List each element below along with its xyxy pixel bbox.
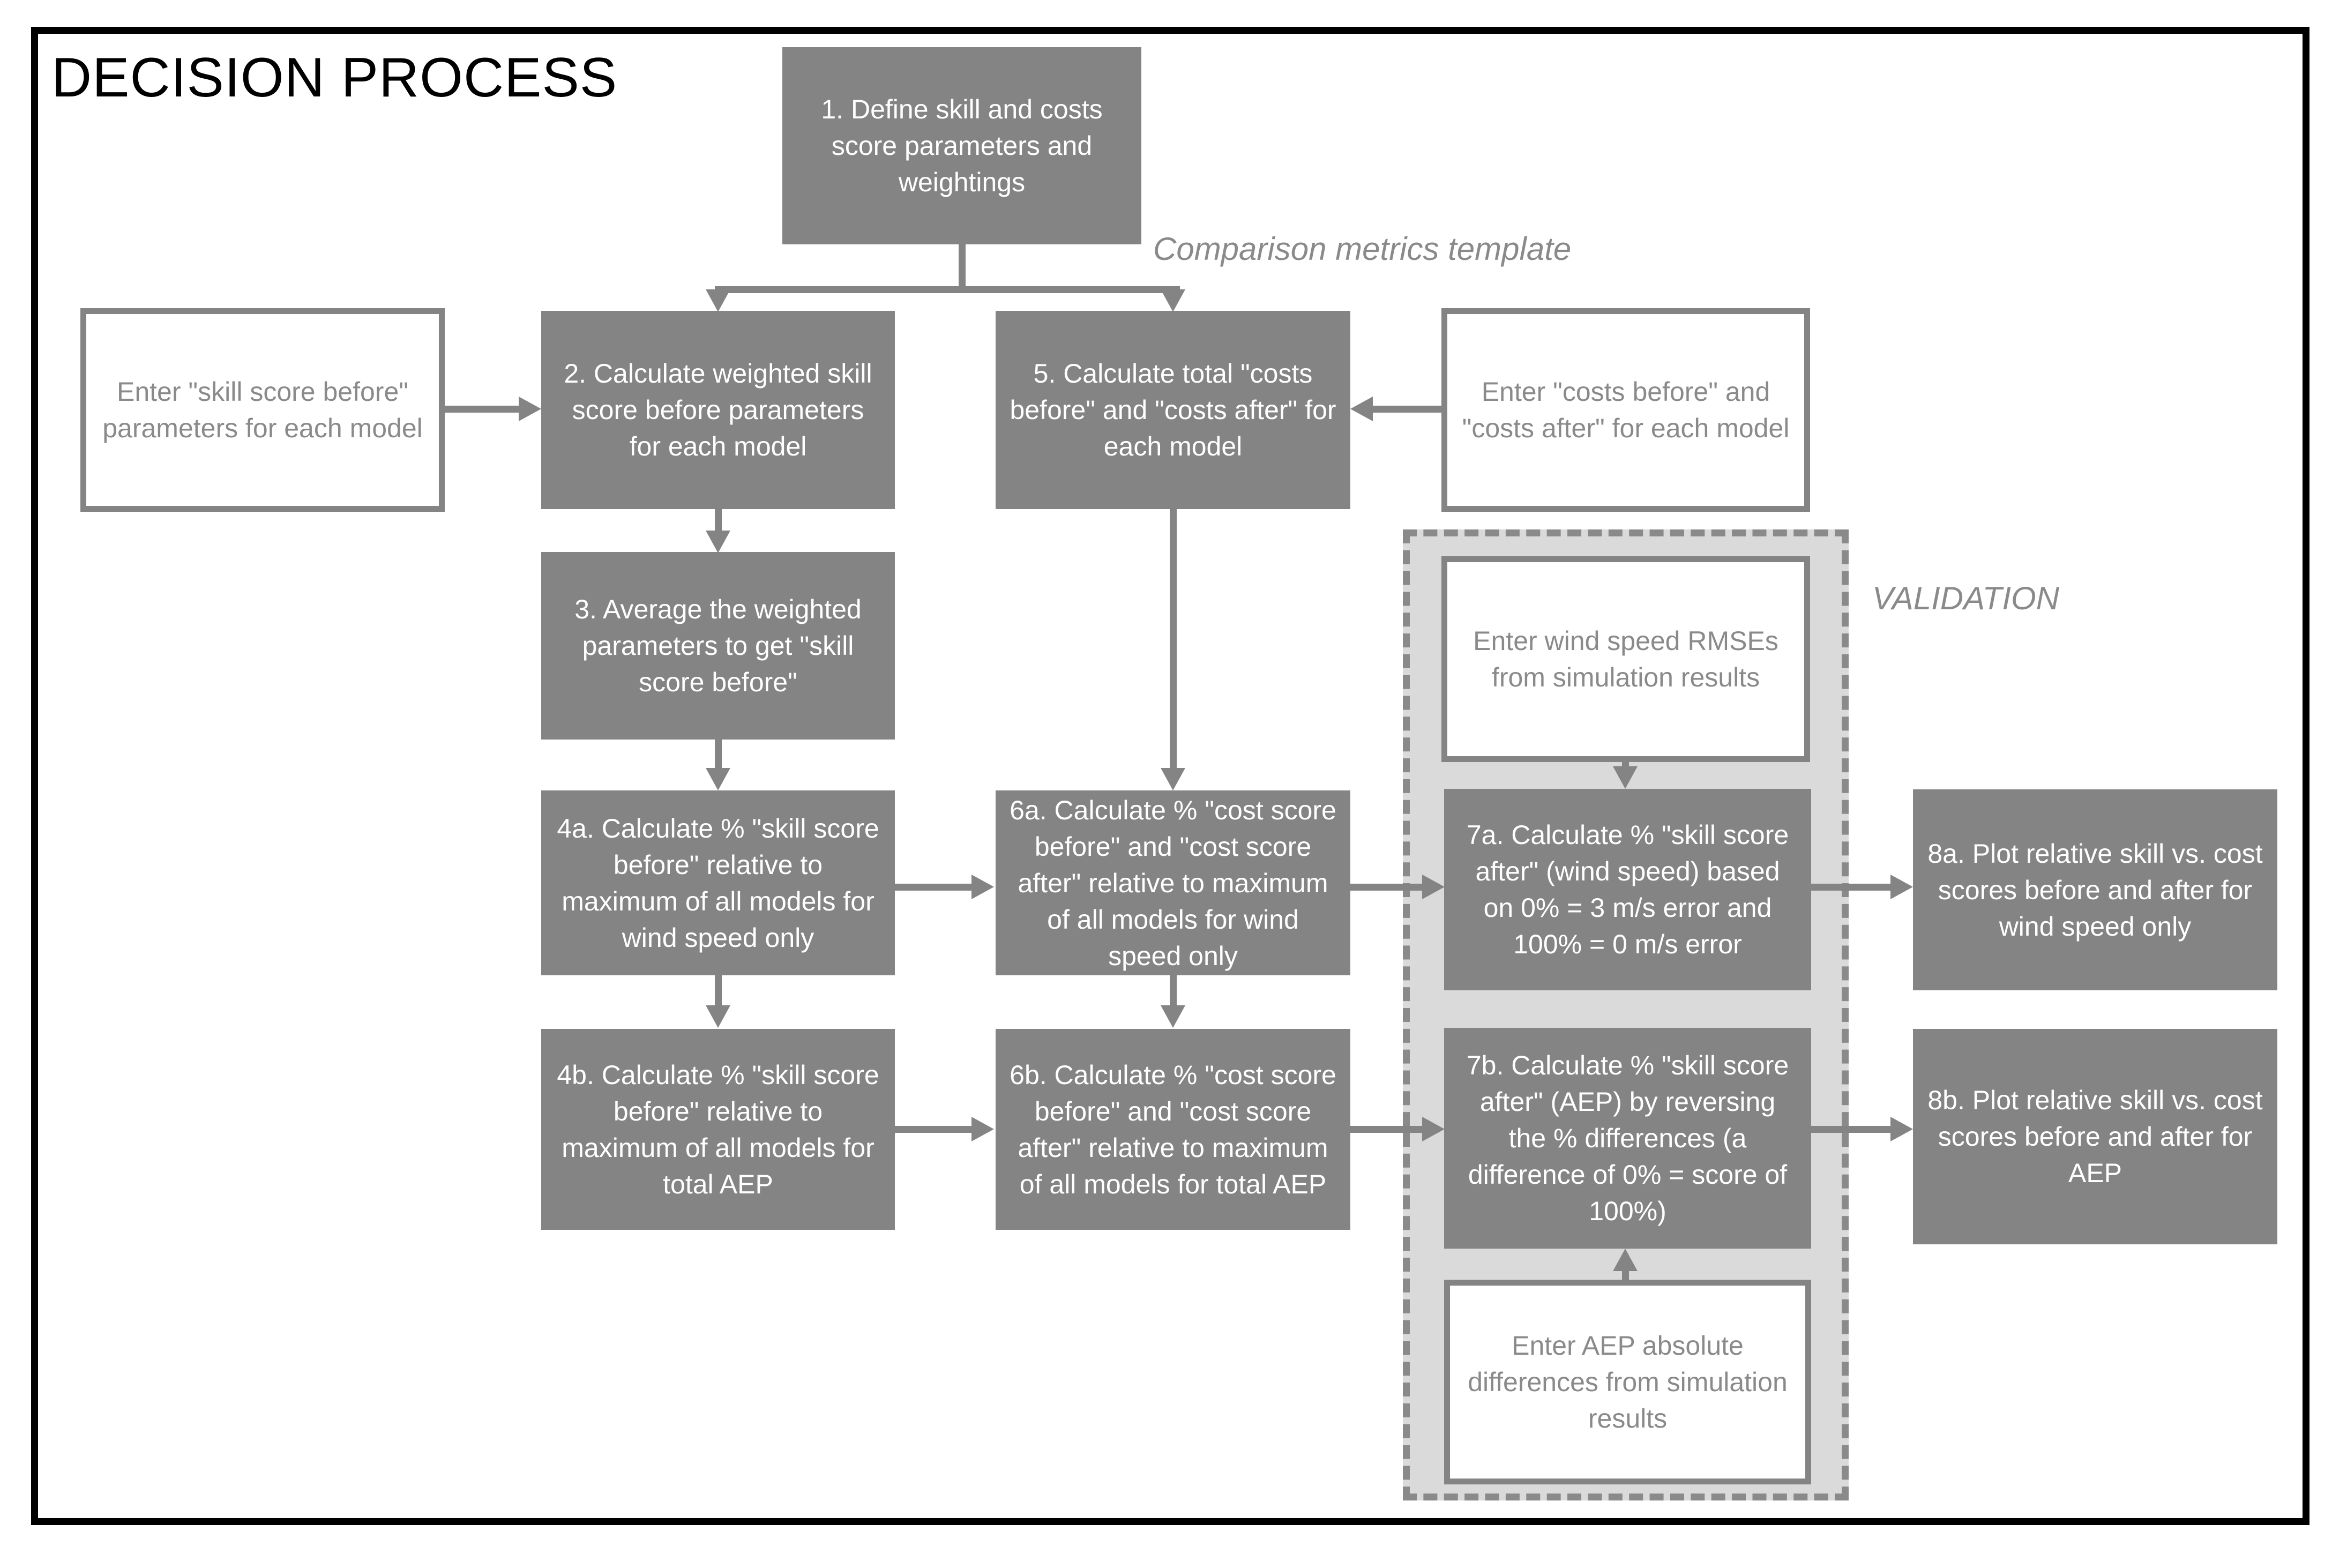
arrow-step4a-to-step6a xyxy=(895,884,973,891)
arrowhead-to-step5 xyxy=(1161,289,1185,312)
input-skill-before-box: Enter "skill score before" parameters fo… xyxy=(80,308,445,512)
input-costs-box: Enter "costs before" and "costs after" f… xyxy=(1441,308,1810,512)
step4b-box: 4b. Calculate % "skill score before" rel… xyxy=(541,1029,895,1230)
step8a-box: 8a. Plot relative skill vs. cost scores … xyxy=(1913,789,2277,990)
input-aep-diff-box: Enter AEP absolute differences from simu… xyxy=(1444,1280,1811,1484)
step2-box: 2. Calculate weighted skill score before… xyxy=(541,311,895,509)
connector-step1-stem xyxy=(959,244,966,289)
step4a-box: 4a. Calculate % "skill score before" rel… xyxy=(541,790,895,975)
page-title: DECISION PROCESS xyxy=(51,47,618,109)
arrow-step6a-to-step7a xyxy=(1350,884,1424,891)
step7b-box: 7b. Calculate % "skill score after" (AEP… xyxy=(1444,1028,1811,1249)
step3-box: 3. Average the weighted parameters to ge… xyxy=(541,552,895,740)
arrowhead-step4b xyxy=(706,1005,730,1028)
arrow-input-aep-to-step7b xyxy=(1622,1269,1629,1281)
diagram-border xyxy=(31,27,2309,1525)
arrow-step3-to-step4a xyxy=(715,740,722,771)
connector-step1-branch xyxy=(715,286,1180,293)
arrow-step6a-to-step6b xyxy=(1170,975,1177,1007)
arrowhead-step4a xyxy=(706,768,730,790)
arrow-step7a-to-step8a xyxy=(1811,884,1892,891)
arrowhead-input-costs xyxy=(1350,397,1373,421)
arrowhead-8a-left xyxy=(1890,875,1913,899)
arrowhead-input-skill xyxy=(519,397,541,421)
arrowhead-7a-left xyxy=(1422,875,1445,899)
step8b-box: 8b. Plot relative skill vs. cost scores … xyxy=(1913,1029,2277,1244)
arrow-step7b-to-step8b xyxy=(1811,1126,1892,1133)
comparison-metrics-label: Comparison metrics template xyxy=(1153,231,1572,267)
arrowhead-8b-left xyxy=(1890,1117,1913,1141)
arrow-input-costs-to-step5 xyxy=(1372,406,1441,413)
arrowhead-7b-left xyxy=(1422,1117,1445,1141)
arrowhead-step3 xyxy=(706,531,730,553)
arrowhead-to-step2 xyxy=(706,289,730,312)
arrowhead-6a-left xyxy=(971,875,994,899)
arrow-step2-to-step3 xyxy=(715,509,722,534)
step6a-box: 6a. Calculate % "cost score before" and … xyxy=(996,790,1350,975)
step1-box: 1. Define skill and costs score paramete… xyxy=(782,47,1141,244)
arrow-step6b-to-step7b xyxy=(1350,1126,1424,1133)
arrowhead-step6a xyxy=(1161,768,1185,790)
arrow-step4b-to-step6b xyxy=(895,1126,973,1133)
arrow-input-skill-to-step2 xyxy=(445,406,520,413)
step5-box: 5. Calculate total "costs before" and "c… xyxy=(996,311,1350,509)
arrow-step4a-to-step4b xyxy=(715,975,722,1007)
input-wind-rmse-box: Enter wind speed RMSEs from simulation r… xyxy=(1441,556,1810,762)
step6b-box: 6b. Calculate % "cost score before" and … xyxy=(996,1029,1350,1230)
arrowhead-step6b xyxy=(1161,1005,1185,1028)
arrowhead-7b-bottom xyxy=(1613,1249,1638,1271)
arrow-step5-to-step6a xyxy=(1170,509,1177,771)
validation-label: VALIDATION xyxy=(1872,580,2059,616)
arrowhead-6b-left xyxy=(971,1117,994,1141)
arrowhead-7a-top xyxy=(1613,766,1638,789)
step7a-box: 7a. Calculate % "skill score after" (win… xyxy=(1444,789,1811,990)
